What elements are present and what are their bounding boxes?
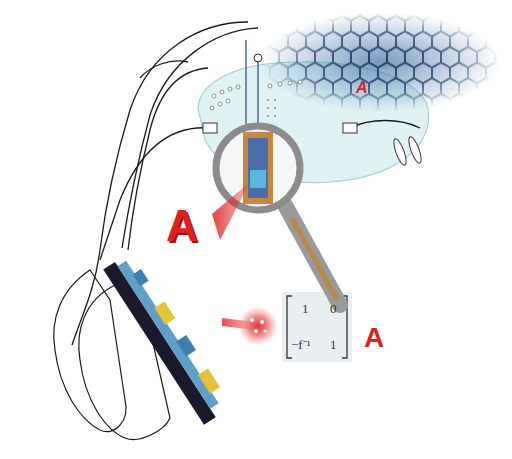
matrix-entry: 1 bbox=[330, 338, 337, 351]
matrix-entry: 1 bbox=[302, 302, 309, 315]
matrix-entry: −f⁻¹ bbox=[291, 338, 311, 351]
matrix-entry: 0 bbox=[330, 302, 337, 315]
image-letter: A bbox=[166, 204, 198, 248]
output-letter: A bbox=[364, 324, 384, 352]
graphene-letter: A bbox=[356, 80, 368, 96]
